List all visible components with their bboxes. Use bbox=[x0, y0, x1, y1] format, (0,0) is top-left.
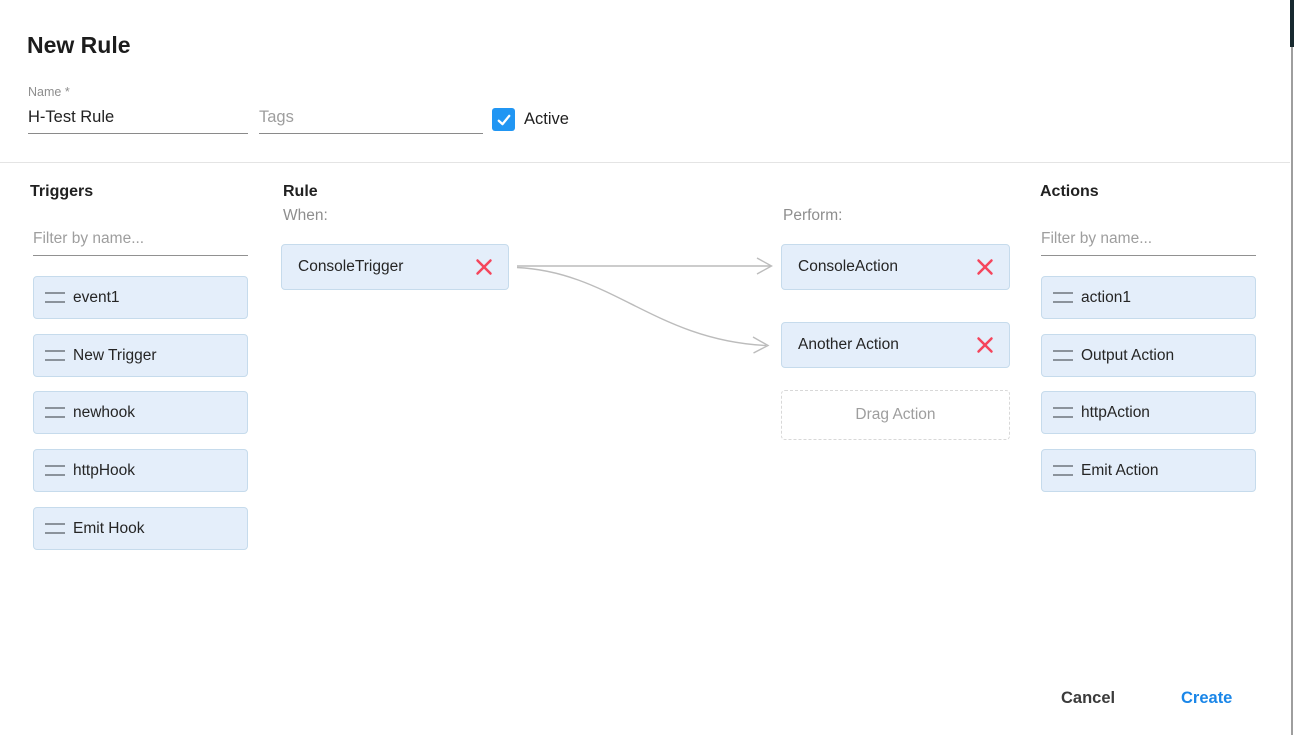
action-item-label: action1 bbox=[1081, 288, 1131, 306]
actions-filter-input[interactable] bbox=[1041, 222, 1256, 256]
trigger-item[interactable]: Emit Hook bbox=[33, 507, 248, 550]
trigger-item-label: event1 bbox=[73, 288, 120, 306]
tags-input[interactable] bbox=[259, 102, 483, 134]
scrollbar-thumb[interactable] bbox=[1290, 0, 1294, 47]
trigger-item[interactable]: newhook bbox=[33, 391, 248, 434]
trigger-item-label: newhook bbox=[73, 403, 136, 421]
active-checkbox-label: Active bbox=[524, 110, 569, 128]
action-drop-zone-label: Drag Action bbox=[855, 406, 936, 423]
action-item-label: httpAction bbox=[1081, 403, 1150, 421]
action-item[interactable]: Output Action bbox=[1041, 334, 1256, 377]
action-item[interactable]: Emit Action bbox=[1041, 449, 1256, 492]
action-item[interactable]: action1 bbox=[1041, 276, 1256, 319]
triggers-panel-title: Triggers bbox=[30, 183, 94, 200]
trigger-item[interactable]: New Trigger bbox=[33, 334, 248, 377]
perform-label: Perform: bbox=[783, 207, 843, 224]
rule-trigger-chip-label: ConsoleTrigger bbox=[298, 258, 404, 275]
active-checkbox[interactable] bbox=[492, 108, 515, 131]
action-drop-zone[interactable]: Drag Action bbox=[781, 390, 1010, 440]
rule-panel-title: Rule bbox=[283, 183, 318, 200]
rule-action-chip[interactable]: Another Action bbox=[781, 322, 1010, 368]
rule-trigger-chip[interactable]: ConsoleTrigger bbox=[281, 244, 509, 290]
drag-handle-icon[interactable] bbox=[45, 292, 65, 303]
trigger-item-label: Emit Hook bbox=[73, 519, 145, 537]
page-title: New Rule bbox=[27, 32, 131, 58]
when-label: When: bbox=[283, 207, 328, 224]
name-field-label: Name * bbox=[28, 85, 70, 99]
remove-icon[interactable] bbox=[974, 334, 996, 356]
rule-name-input[interactable] bbox=[28, 102, 248, 134]
cancel-button[interactable]: Cancel bbox=[1061, 684, 1115, 712]
rule-action-chip-label: ConsoleAction bbox=[798, 258, 898, 275]
trigger-item[interactable]: httpHook bbox=[33, 449, 248, 492]
create-button[interactable]: Create bbox=[1181, 684, 1232, 712]
drag-handle-icon[interactable] bbox=[45, 350, 65, 361]
triggers-filter-input[interactable] bbox=[33, 222, 248, 256]
drag-handle-icon[interactable] bbox=[1053, 407, 1073, 418]
rule-action-chip[interactable]: ConsoleAction bbox=[781, 244, 1010, 290]
remove-icon[interactable] bbox=[974, 256, 996, 278]
header-divider bbox=[0, 162, 1290, 163]
trigger-item-label: httpHook bbox=[73, 461, 136, 479]
drag-handle-icon[interactable] bbox=[45, 407, 65, 418]
action-item-label: Output Action bbox=[1081, 346, 1175, 364]
drag-handle-icon[interactable] bbox=[1053, 292, 1073, 303]
rule-action-chip-label: Another Action bbox=[798, 336, 899, 353]
checkmark-icon bbox=[497, 114, 510, 125]
drag-handle-icon[interactable] bbox=[45, 523, 65, 534]
trigger-item-label: New Trigger bbox=[73, 346, 157, 364]
trigger-item[interactable]: event1 bbox=[33, 276, 248, 319]
drag-handle-icon[interactable] bbox=[1053, 465, 1073, 476]
drag-handle-icon[interactable] bbox=[45, 465, 65, 476]
action-item[interactable]: httpAction bbox=[1041, 391, 1256, 434]
remove-icon[interactable] bbox=[473, 256, 495, 278]
action-item-label: Emit Action bbox=[1081, 461, 1159, 479]
scrollbar-track[interactable] bbox=[1291, 47, 1293, 735]
actions-panel-title: Actions bbox=[1040, 183, 1099, 200]
drag-handle-icon[interactable] bbox=[1053, 350, 1073, 361]
